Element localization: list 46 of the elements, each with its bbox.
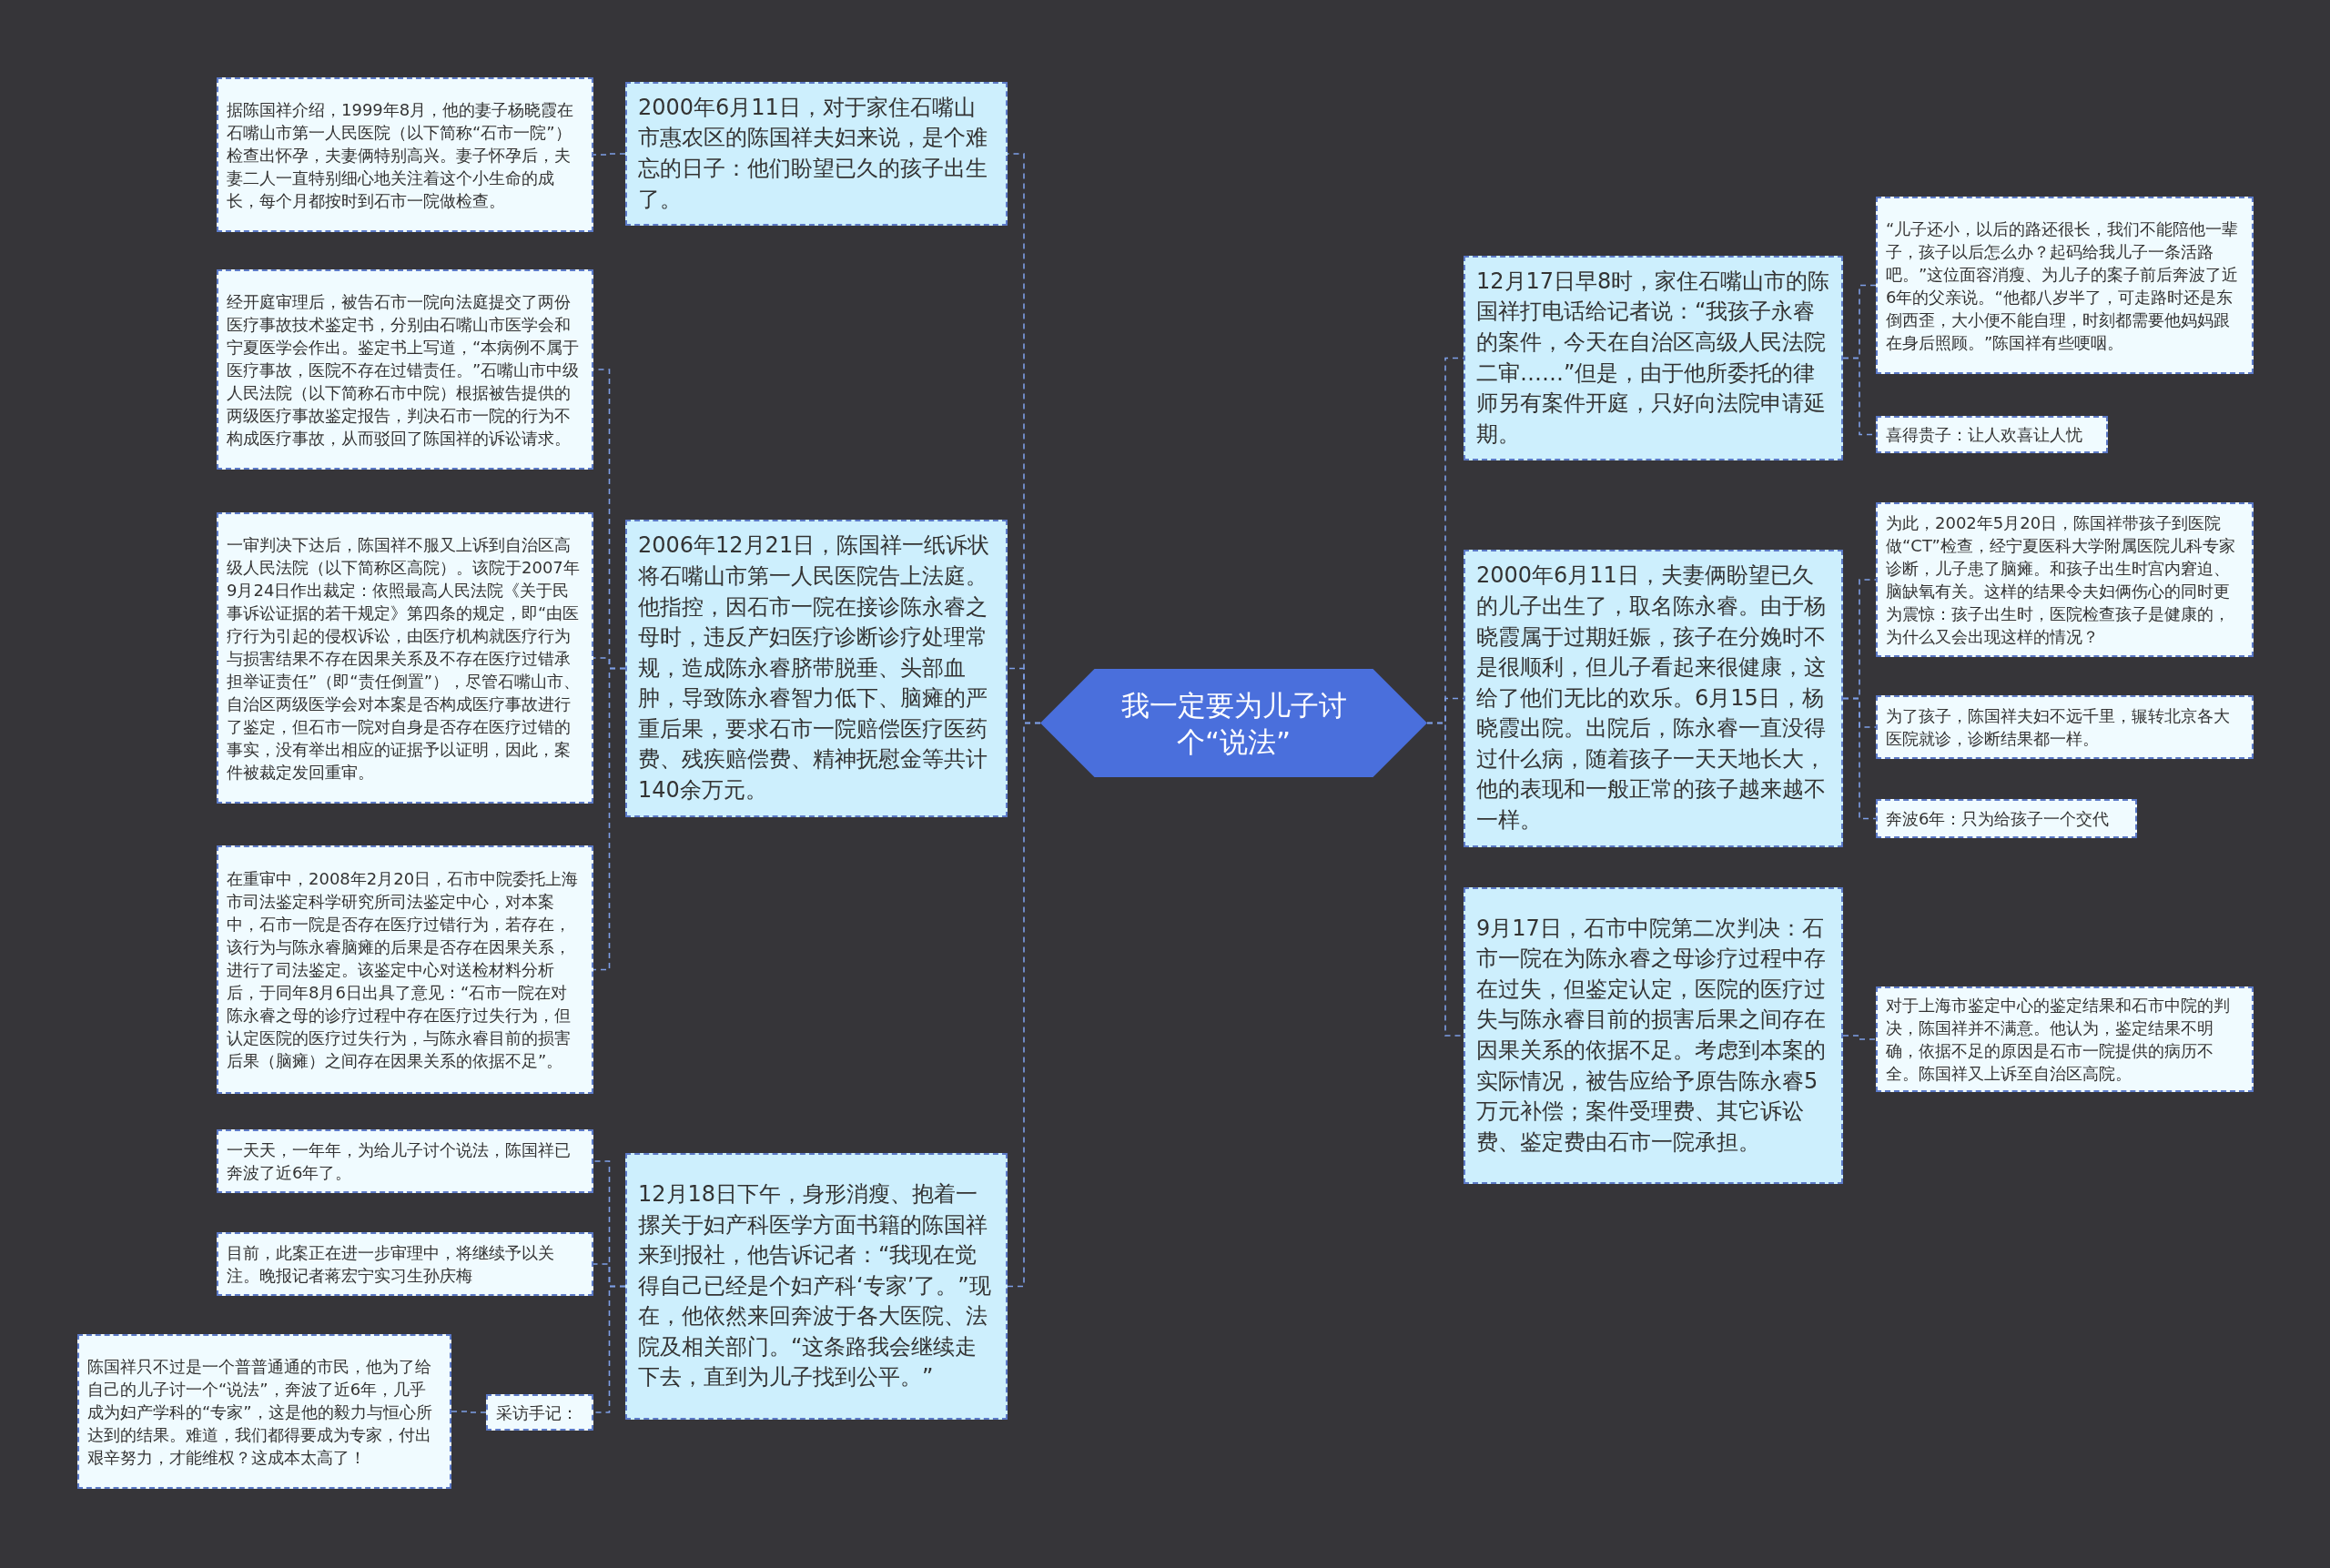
note-box bbox=[1876, 416, 2108, 453]
note-text: 为此，2002年5月20日，陈国祥带孩子到医院做“CT”检查，经宁夏医科大学附属医院儿科专家诊断，儿子患了脑瘫。和孩子出生时宫内窘迫、脑缺氧有关。这样的结果令夫妇俩伤心的同时更为震惊：孩子出生时，医院检查孩子是健康的，为什么又会出现这样的情况？ bbox=[1886, 512, 2236, 648]
note-text: 一天天，一年年，为给儿子讨个说法，陈国祥已奔波了近6年了。 bbox=[227, 1139, 572, 1184]
note-text: 对于上海市鉴定中心的鉴定结果和石市中院的判决，陈国祥并不满意。他认为，鉴定结果不明确，依据不足的原因是石市一院提供的病历不全。陈国祥又上诉至自治区高院。 bbox=[1886, 995, 2231, 1085]
note-text: 陈国祥只不过是一个普普通通的市民，他为了给自己的儿子讨一个“说法”，奔波了近6年，几乎成为妇产学科的“专家”，这是他的毅力与恒心所达到的结果。难道，我们都得要成为专家，付出艰辛努力，才能维权？这成本太高了！ bbox=[87, 1355, 433, 1469]
topic-text: 2006年12月21日，陈国祥一纸诉状将石嘴山市第一人民医院告上法庭。他指控，因石市一院在接诊陈永睿之母时，违反产妇医疗诊断诊疗处理常规，造成陈永睿脐带脱垂、头部血肿，导致陈永睿智力低下、脑瘫的严重后果，要求石市一院赔偿医疗医药费、残疾赔偿费、精神抚慰金等共计140余万元。 bbox=[638, 531, 991, 805]
topic-text: 12月18日下午，身形消瘦、抱着一摞关于妇产科医学方面书籍的陈国祥来到报社，他告诉记者：“我现在觉得自己已经是个妇产科‘专家’了。”现在，他依然来回奔波于各大医院、法院及相关部门。“这条路我会继续走下去，直到为儿子找到公平。” bbox=[638, 1179, 992, 1392]
note-box bbox=[486, 1394, 593, 1431]
note-text: 目前，此案正在进一步审理中，将继续予以关注。晚报记者蒋宏宁实习生孙庆梅 bbox=[227, 1242, 555, 1287]
note-box bbox=[77, 1334, 451, 1489]
note-text: 奔波6年：只为给孩子一个交代 bbox=[1886, 808, 2110, 830]
note-text: 一审判决下达后，陈国祥不服又上诉到自治区高级人民法院（以下简称区高院）。该院于2007年9月24日作出裁定：依照最高人民法院《关于民事诉讼证据的若干规定》第四条的规定，即“由医疗行为引起的侵权诉讼，由医疗机构就医疗行为与损害结果不存在因果关系及不存在医疗过错承担举证责任”（即“责任倒置”），尽管石嘴山市、自治区两级医学会对本案是否构成医疗事故进行了鉴定，但石市一院对自身是否存在医疗过错的事实，没有举出相应的证据予以证明，因此，案件被裁定发回重审。 bbox=[227, 533, 581, 784]
connector-line bbox=[1842, 1035, 1877, 1040]
topic-box bbox=[1464, 256, 1843, 460]
note-text: 在重审中，2008年2月20日，石市中院委托上海市司法鉴定科学研究所司法鉴定中心，对本案中，石市一院是否存在医疗过错行为，若存在，该行为与陈永睿脑瘫的后果是否存在因果关系，进行了司法鉴定。该鉴定中心对送检材料分析后，于同年8月6日出具了意见：“石市一院在对陈永睿之母的诊疗过程中存在医疗过失行为，但认定医院的医疗过失行为，与陈永睿目前的损害后果（脑瘫）之间存在因果关系的依据不足”。 bbox=[227, 868, 580, 1072]
note-text: 喜得贵子：让人欢喜让人忧 bbox=[1886, 424, 2082, 446]
connector-line bbox=[593, 667, 626, 971]
note-box bbox=[1876, 197, 2254, 374]
note-box bbox=[1876, 986, 2254, 1092]
connector-line bbox=[593, 153, 626, 156]
note-text: 经开庭审理后，被告石市一院向法庭提交了两份医疗事故技术鉴定书，分别由石嘴山市医学会和宁夏医学会作出。鉴定书上写道，“本病例不属于医疗事故，医院不存在过错责任。”石嘴山市中级人民法院（以下简称石市中院）根据被告提供的两级医疗事故鉴定报告，判决石市一院的行为不构成医疗事故，从而驳回了陈国祥的诉讼请求。 bbox=[227, 290, 581, 450]
connector-line bbox=[1842, 697, 1877, 820]
topic-box bbox=[625, 82, 1008, 226]
note-box bbox=[217, 77, 593, 232]
note-text: 采访手记： bbox=[496, 1401, 578, 1424]
topic-box bbox=[1464, 887, 1843, 1184]
topic-box bbox=[1464, 550, 1843, 847]
note-box bbox=[217, 269, 593, 470]
topic-box bbox=[625, 1153, 1008, 1420]
connector-line bbox=[451, 1411, 487, 1413]
note-box bbox=[217, 1129, 593, 1193]
topic-text: 9月17日，石市中院第二次判决：石市一院在为陈永睿之母诊疗过程中存在过失，但鉴定认定，医院的医疗过失与陈永睿目前的损害后果之间存在因果关系的依据不足。考虑到本案的实际情况，被告应给予原告陈永睿5万元补偿；案件受理费、其它诉讼费、鉴定费由石市一院承担。 bbox=[1476, 914, 1827, 1157]
note-box bbox=[217, 512, 593, 804]
topic-text: 12月17日早8时，家住石嘴山市的陈国祥打电话给记者说：“我孩子永睿的案件，今天在自治区高级人民法院二审……”但是，由于他所委托的律师另有案件开庭，只好向法院申请延期。 bbox=[1476, 267, 1830, 449]
note-box bbox=[217, 845, 593, 1094]
note-box bbox=[1876, 502, 2254, 657]
note-text: “儿子还小，以后的路还很长，我们不能陪他一辈子，孩子以后怎么办？起码给我儿子一条活路吧。”这位面容消瘦、为儿子的案子前后奔波了近6年的父亲说。“他都八岁半了，可走路时还是东倒西歪，大小便不能自理，时刻都需要他妈妈跟在身后照顾。”陈国祥有些哽咽。 bbox=[1886, 217, 2240, 354]
central-topic-text: 我一定要为儿子讨个“说法” bbox=[1119, 687, 1348, 760]
connector-line bbox=[1007, 722, 1041, 1288]
topic-text: 2000年6月11日，夫妻俩盼望已久的儿子出生了，取名陈永睿。由于杨晓霞属于过期妊娠，孩子在分娩时不是很顺利，但儿子看起来很健康，这给了他们无比的欢乐。6月15日，杨晓霞出院。出院后，陈永睿一直没得过什么病，随着孩子一天天地长大，他的表现和一般正常的孩子越来越不一样。 bbox=[1476, 561, 1827, 835]
note-box bbox=[1876, 799, 2137, 838]
note-text: 据陈国祥介绍，1999年8月，他的妻子杨晓霞在石嘴山市第一人民医院（以下简称“石市一院”）检查出怀孕，夫妻俩特别高兴。妻子怀孕后，夫妻二人一直特别细心地关注着这个小生命的成长，每个月都按时到石市一院做检查。 bbox=[227, 98, 575, 212]
note-box bbox=[1876, 695, 2254, 759]
note-text: 为了孩子，陈国祥夫妇不远千里，辗转北京各大医院就诊，诊断结果都一样。 bbox=[1886, 705, 2231, 750]
note-box bbox=[217, 1232, 593, 1296]
topic-text: 2000年6月11日，对于家住石嘴山市惠农区的陈国祥夫妇来说，是个难忘的日子：他们盼望已久的孩子出生了。 bbox=[638, 93, 988, 214]
